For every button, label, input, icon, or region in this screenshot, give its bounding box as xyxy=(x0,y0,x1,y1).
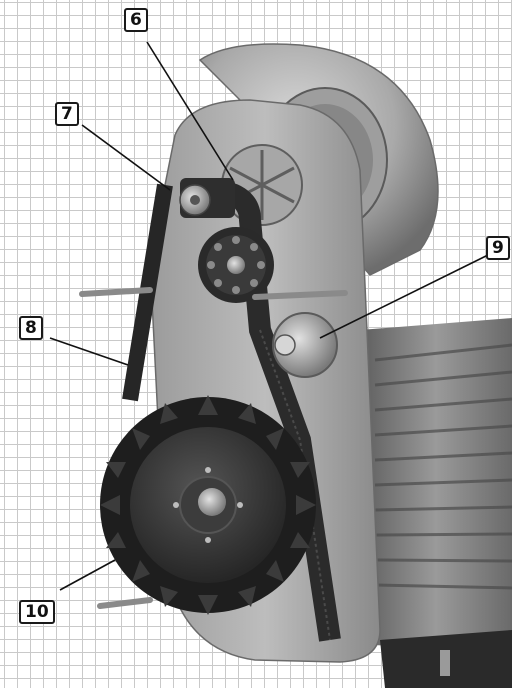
callout-label-10: 10 xyxy=(19,600,55,624)
tensioner-pulley xyxy=(198,227,274,303)
upper-pulley xyxy=(179,178,235,218)
callout-label-9: 9 xyxy=(486,236,510,260)
mounting-rods xyxy=(79,287,348,609)
callout-label-6: 6 xyxy=(124,8,148,32)
callout-label-8: 8 xyxy=(19,316,43,340)
idler-bearing xyxy=(272,312,338,378)
finned-pulley-wheel xyxy=(100,395,316,615)
callout-leaders xyxy=(49,41,489,591)
callout-label-7: 7 xyxy=(55,102,79,126)
electric-motor xyxy=(360,318,512,688)
